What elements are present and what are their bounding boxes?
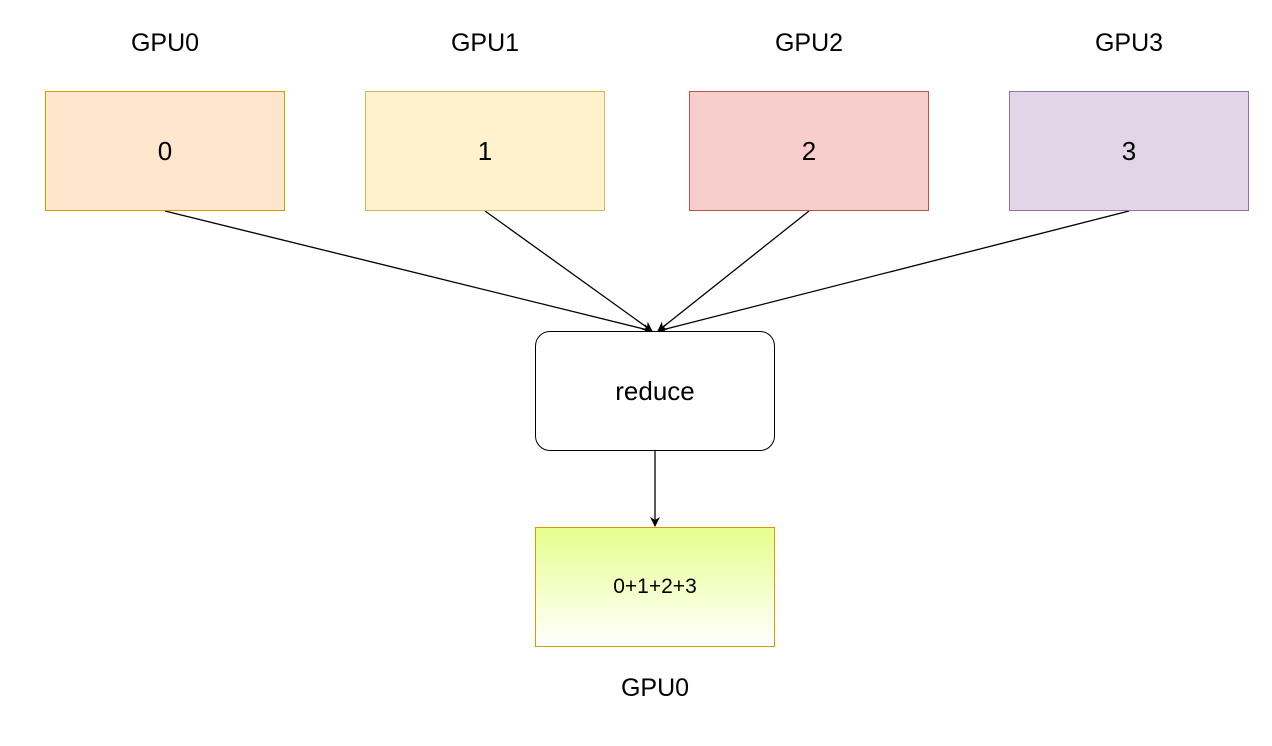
gpu2-value: 2 [801, 135, 817, 166]
gpu1-label: GPU1 [450, 29, 520, 57]
result-gpu-label: GPU0 [620, 674, 690, 702]
gpu3-box: 3 [1009, 91, 1249, 211]
arrow-gpu3-to-reduce [657, 210, 1130, 334]
result-box: 0+1+2+3 [535, 527, 775, 647]
gpu3-label: GPU3 [1094, 29, 1164, 57]
gpu2-box: 2 [689, 91, 929, 211]
gpu3-value: 3 [1121, 135, 1137, 166]
result-value: 0+1+2+3 [613, 575, 697, 598]
arrow-gpu0-to-reduce [164, 210, 653, 334]
gpu1-box: 1 [365, 91, 605, 211]
gpu2-label: GPU2 [774, 29, 844, 57]
gpu0-label: GPU0 [130, 29, 200, 57]
reduce-node: reduce [535, 331, 775, 451]
gpu1-value: 1 [477, 135, 493, 166]
reduce-label: reduce [615, 375, 695, 406]
arrow-gpu1-to-reduce [484, 210, 653, 332]
arrow-gpu2-to-reduce [657, 210, 810, 332]
gpu0-box: 0 [45, 91, 285, 211]
gpu0-value: 0 [157, 135, 173, 166]
